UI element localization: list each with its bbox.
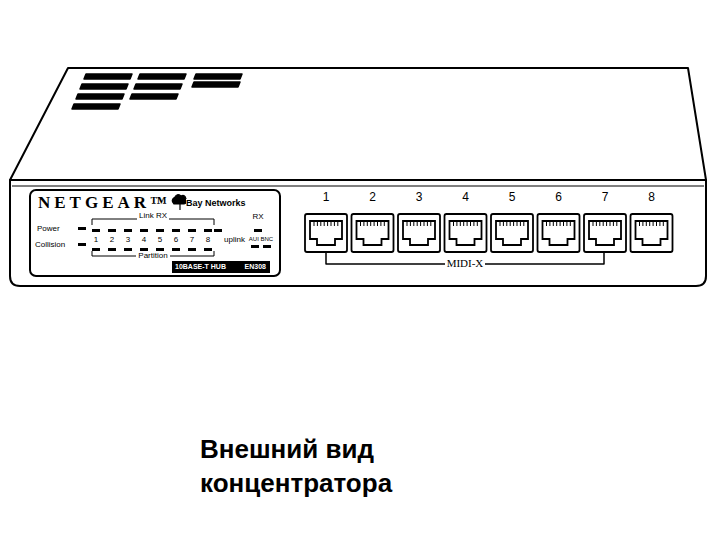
led <box>108 229 116 232</box>
led <box>172 248 180 251</box>
vent-slots <box>72 74 242 109</box>
panel-label: Power <box>37 225 60 233</box>
led <box>140 229 148 232</box>
rj45-ports <box>305 214 673 252</box>
port-number: 4 <box>462 191 469 203</box>
model-text: EN308 <box>245 263 266 270</box>
led-number: 6 <box>174 236 178 244</box>
led <box>92 229 100 232</box>
led <box>188 229 196 232</box>
led <box>124 248 132 251</box>
brand-name: Bay Networks <box>186 199 246 208</box>
label-panel <box>30 190 280 276</box>
led-number: 1 <box>94 236 98 244</box>
port-number: 7 <box>602 191 609 203</box>
port-number: 5 <box>509 191 516 203</box>
port-number: 3 <box>416 191 423 203</box>
led <box>124 229 132 232</box>
led-number: 5 <box>158 236 162 244</box>
port-number: 1 <box>323 191 330 203</box>
logo-tree <box>172 195 187 210</box>
led <box>108 248 116 251</box>
led <box>156 229 164 232</box>
led <box>78 243 86 246</box>
caption: Внешний вид концентратора <box>200 433 450 501</box>
led-number: 2 <box>110 236 114 244</box>
led <box>254 229 262 232</box>
rj45-port <box>445 214 487 252</box>
model-plate <box>172 261 270 273</box>
led-number: 3 <box>126 236 130 244</box>
port-number: 2 <box>369 191 376 203</box>
led-indicators <box>78 227 271 251</box>
led-group-label: Partition <box>136 252 169 260</box>
led-number: 8 <box>206 236 210 244</box>
panel-label: uplink <box>224 236 245 244</box>
rj45-port <box>491 214 533 252</box>
led <box>251 245 259 248</box>
led <box>214 229 222 232</box>
panel-label: Collision <box>35 241 65 249</box>
led <box>204 229 212 232</box>
led <box>188 248 196 251</box>
port-group-label: MIDI-X <box>445 258 486 269</box>
model-text: 10BASE-T HUB <box>175 263 226 270</box>
rj45-port <box>352 214 394 252</box>
led-group-label: Link RX <box>137 212 169 220</box>
led <box>140 248 148 251</box>
brand-name: NETGEAR™ <box>38 194 171 211</box>
panel-label: AUI BNC <box>249 236 273 242</box>
hub-top <box>10 68 706 180</box>
rj45-port <box>584 214 626 252</box>
rj45-port <box>398 214 440 252</box>
led <box>92 248 100 251</box>
rj45-port <box>538 214 580 252</box>
hub-front <box>10 180 706 286</box>
port-number: 6 <box>555 191 562 203</box>
led-number: 7 <box>190 236 194 244</box>
led <box>172 229 180 232</box>
rj45-port <box>305 214 347 252</box>
led-number: 4 <box>142 236 146 244</box>
rj45-port <box>631 214 673 252</box>
led <box>78 227 86 230</box>
led <box>156 248 164 251</box>
led <box>204 248 212 251</box>
led <box>263 245 271 248</box>
panel-label: RX <box>252 213 263 221</box>
port-number: 8 <box>648 191 655 203</box>
